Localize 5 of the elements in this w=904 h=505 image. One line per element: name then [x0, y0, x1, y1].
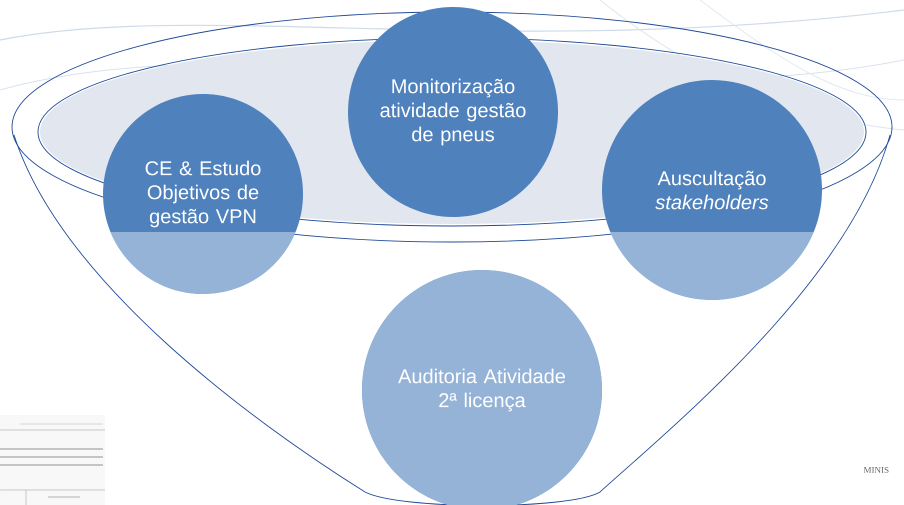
circle-node: Auscultação stakeholders [602, 80, 822, 300]
footer-text: MINIS [864, 466, 888, 474]
circle-node: Monitorização atividade gestão de pneus [348, 7, 558, 217]
circle-node: Auditoria Atividade 2ª licença [362, 270, 602, 505]
circle-node: CE & Estudo Objetivos de gestão VPN [103, 94, 303, 294]
